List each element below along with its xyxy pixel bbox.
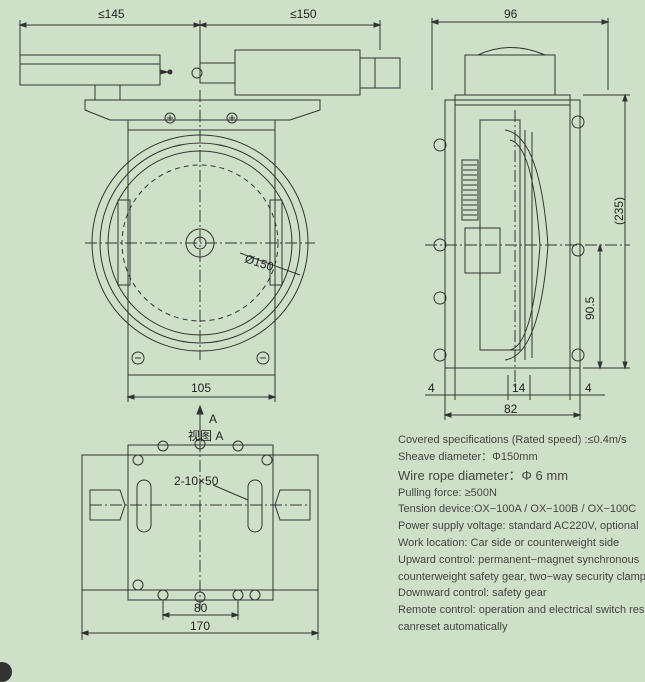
spec-work-location: Work location: Car side or counterweight… [398,536,620,549]
spec-remote-control: Remote control: operation and electrical… [398,604,645,617]
dim-base-width: 105 [191,381,211,395]
dim-bottom-outer: 170 [190,619,210,633]
side-view [425,18,630,420]
dim-side-bottom: 82 [504,402,518,416]
view-a-label: 视图 A [188,428,223,443]
spec-list: Covered specifications (Rated speed) :≤0… [398,432,645,636]
dim-side-right-gap: 4 [585,381,592,395]
view-arrow-label: A [209,412,217,426]
dim-side-left-gap: 4 [428,381,435,395]
bottom-view [80,438,320,640]
spec-pulling-force: Pulling force: ≥500N [398,486,497,499]
dim-bottom-inner: 80 [194,601,208,615]
spec-power-supply: Power supply voltage: standard AC220V, o… [398,520,639,533]
dim-sheave-diameter: Ø150 [243,252,276,274]
dim-top-left: ≤145 [98,7,125,21]
dim-side-height: (235) [612,197,626,225]
spec-sheave-diameter: Sheave diameter：Φ150mm [398,450,538,463]
dim-side-mid: 14 [512,381,526,395]
spec-downward-control: Downward control: safety gear [398,587,547,600]
dim-side-offset: 90.5 [583,296,597,320]
spec-rated-speed: Covered specifications (Rated speed) :≤0… [398,434,627,446]
spec-tension-device: Tension device:OX−100A / OX−100B / OX−10… [398,503,637,516]
slot-spec-label: 2-10×50 [174,474,219,488]
spec-wire-rope: Wire rope diameter：Φ 6 mm [398,467,569,483]
front-view [18,20,401,440]
spec-upward-control-cont: counterweight safety gear, two−way secur… [398,570,645,583]
dim-top-mid: ≤150 [290,7,317,21]
dim-side-width: 96 [504,7,518,21]
spec-remote-control-cont: canreset automatically [398,620,508,633]
spec-upward-control: Upward control: permanent−magnet synchro… [398,553,640,566]
